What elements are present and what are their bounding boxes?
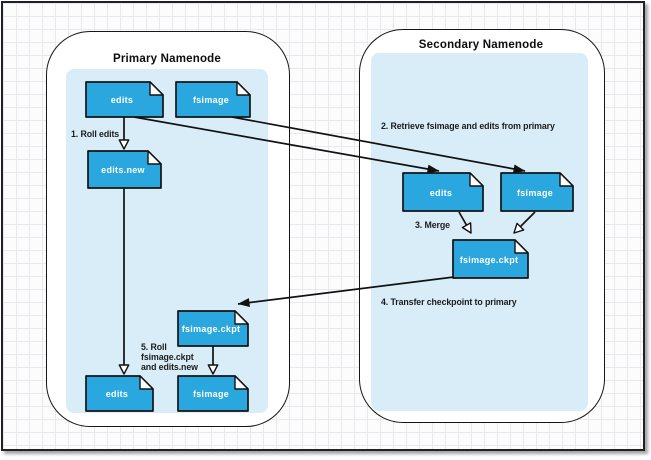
label-step3-merge: 3. Merge	[415, 220, 450, 230]
arrow-transfer-checkpoint	[237, 276, 455, 308]
doc-primary-edits-bottom-label: edits	[106, 389, 129, 399]
arrow-retrieve-fsimage	[231, 116, 526, 174]
arrow-retrieve-edits	[133, 116, 440, 174]
doc-primary-fsimage-ckpt: fsimage.ckpt	[177, 310, 249, 347]
doc-primary-fsimage-bottom-label: fsimage	[193, 389, 229, 399]
doc-primary-fsimage-top-label: fsimage	[193, 95, 229, 105]
secondary-namenode-title: Secondary Namenode	[418, 39, 544, 51]
doc-secondary-edits: edits	[402, 172, 484, 212]
label-step5-line1: 5. Roll	[141, 342, 167, 352]
label-step1-roll-edits: 1. Roll edits	[71, 129, 119, 139]
arrow-merge-edits	[458, 211, 472, 234]
doc-primary-edits-top-label: edits	[111, 95, 134, 105]
doc-secondary-fsimage-ckpt-label: fsimage.ckpt	[460, 255, 519, 265]
arrow-merge-fsimage	[513, 211, 536, 234]
secondary-namenode-panel	[371, 53, 588, 411]
primary-namenode-title: Primary Namenode	[112, 53, 222, 65]
label-step2-retrieve: 2. Retrieve fsimage and edits from prima…	[381, 121, 555, 131]
label-step4-transfer: 4. Transfer checkpoint to primary	[381, 297, 517, 307]
doc-primary-edits-top: edits	[85, 81, 164, 118]
diagram-overlay: edits fsimage edits.new fsimage.ckpt edi	[71, 81, 574, 412]
label-step5-line3: and edits.new	[141, 362, 198, 372]
doc-secondary-fsimage-label: fsimage	[517, 188, 553, 198]
doc-secondary-edits-label: edits	[430, 188, 453, 198]
doc-primary-edits-bottom: edits	[85, 375, 154, 412]
doc-primary-edits-new-label: edits.new	[101, 165, 145, 175]
label-step5-line2: fsimage.ckpt	[141, 352, 194, 362]
doc-secondary-fsimage-ckpt: fsimage.ckpt	[452, 239, 529, 279]
doc-primary-fsimage-ckpt-label: fsimage.ckpt	[182, 324, 241, 334]
primary-namenode-panel	[66, 69, 268, 413]
doc-secondary-fsimage: fsimage	[500, 172, 574, 212]
grid-paper-frame: Primary Namenode Secondary Namenode	[1, 1, 645, 451]
doc-primary-fsimage-top: fsimage	[175, 81, 251, 118]
doc-primary-edits-new: edits.new	[87, 150, 162, 189]
doc-primary-fsimage-bottom: fsimage	[177, 375, 249, 412]
